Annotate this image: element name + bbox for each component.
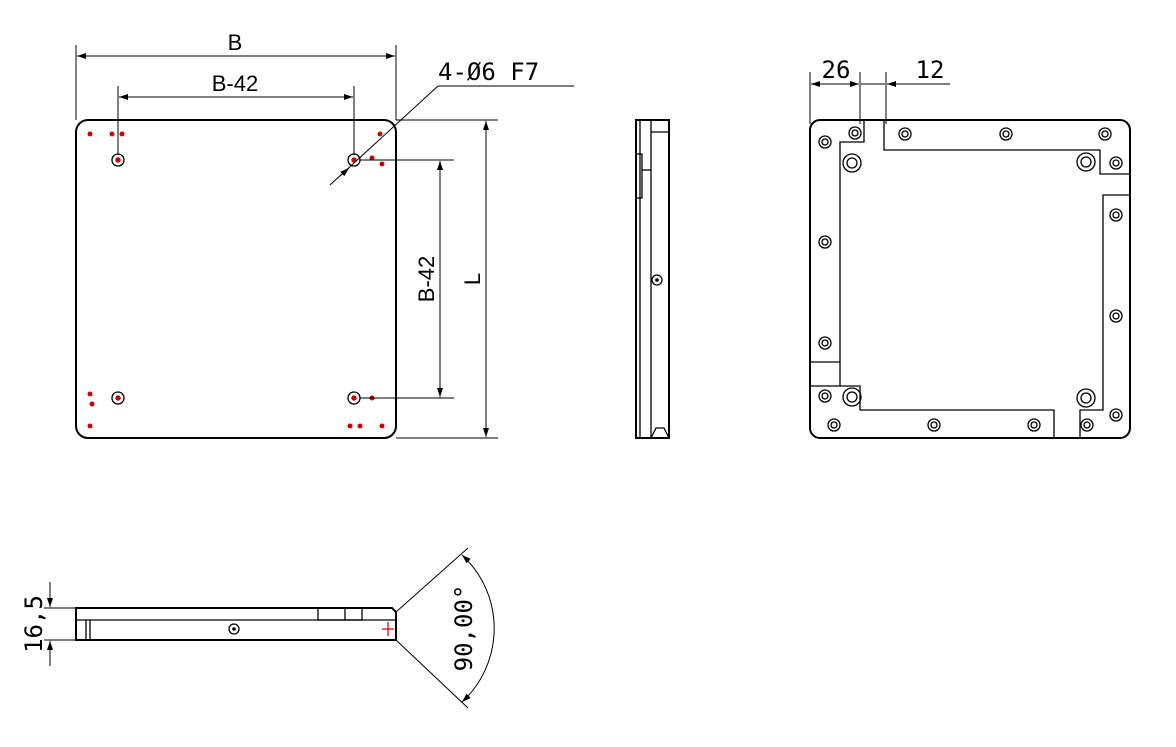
- dimension-b-42-horizontal: B-42: [117, 71, 355, 155]
- screw-icon: [927, 418, 941, 432]
- plate-outline: [75, 119, 397, 439]
- screw-icon: [1109, 309, 1123, 323]
- hole-callout-label: 4-Ø6 F7: [438, 58, 539, 86]
- screw-icon: [1076, 152, 1096, 172]
- screw-icon: [842, 387, 862, 407]
- dim-16-5-label: 16,5: [20, 595, 48, 653]
- dim-l-label: L: [460, 273, 485, 285]
- screw-icon: [1076, 388, 1096, 408]
- side-screw-icon: [651, 274, 663, 286]
- front-view: B B-42 4-Ø6 F7 B-42 L: [75, 30, 574, 439]
- screw-icon: [1109, 156, 1123, 170]
- dimension-b: B: [75, 30, 397, 120]
- screw-icon: [848, 126, 862, 140]
- dimension-16-5: 16,5: [20, 582, 76, 666]
- screw-icon: [1027, 418, 1041, 432]
- dimension-b-42-vertical: B-42: [360, 159, 454, 399]
- screw-icon: [818, 135, 832, 149]
- dim-b-label: B: [228, 30, 243, 55]
- mounting-hole: [111, 153, 125, 167]
- screw-icon: [827, 418, 841, 432]
- dim-b42-h-label: B-42: [212, 71, 258, 96]
- dimension-l: L: [396, 119, 498, 439]
- screw-icon: [818, 389, 832, 403]
- dim-12-label: 12: [916, 56, 945, 84]
- dimension-26: 26: [809, 56, 861, 124]
- dimension-12: 12: [861, 56, 950, 124]
- edge-screw-icon: [228, 623, 240, 635]
- screw-icon: [1109, 408, 1123, 422]
- screw-icon: [818, 235, 832, 249]
- dimension-angle: 90,00°: [395, 547, 495, 709]
- screw-icon: [1109, 208, 1123, 222]
- edge-view: 16,5 90,00°: [20, 547, 495, 709]
- angle-label: 90,00°: [450, 585, 478, 672]
- mounting-hole: [111, 391, 125, 405]
- screw-icon: [818, 336, 832, 350]
- mounting-hole: [347, 153, 361, 167]
- screw-icon: [1098, 127, 1112, 141]
- red-markers: [87, 131, 385, 429]
- back-screws: [818, 126, 1123, 432]
- screw-icon: [999, 127, 1013, 141]
- dim-b42-v-label: B-42: [414, 256, 439, 302]
- screw-icon: [842, 153, 862, 173]
- screw-icon: [898, 127, 912, 141]
- dim-26-label: 26: [822, 56, 851, 84]
- mounting-hole: [347, 391, 361, 405]
- hole-callout: 4-Ø6 F7: [329, 58, 574, 186]
- side-view: [635, 119, 670, 439]
- screw-icon: [1080, 418, 1094, 432]
- back-view: 26 12: [809, 56, 1131, 439]
- back-plate-outline: [809, 119, 1131, 439]
